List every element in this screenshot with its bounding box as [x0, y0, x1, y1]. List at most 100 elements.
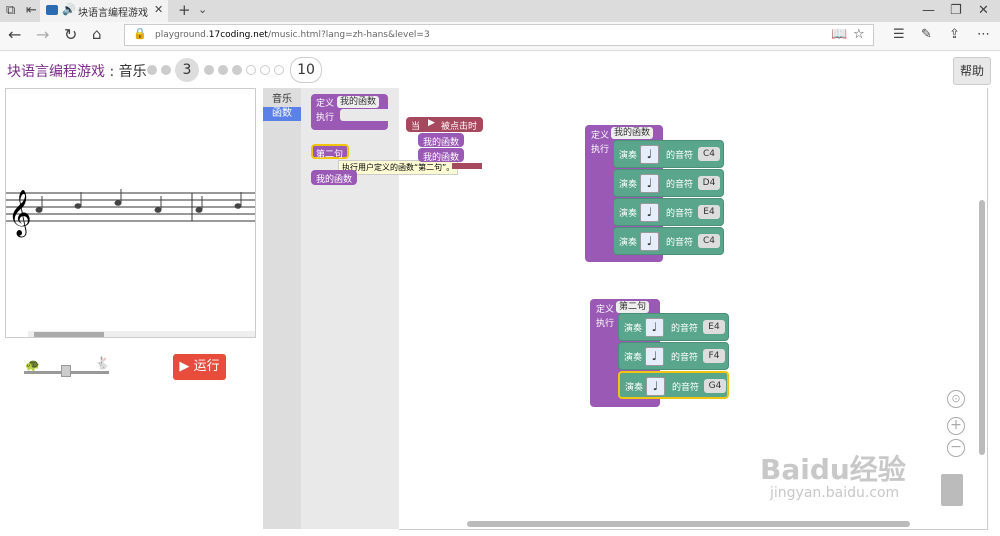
- level-dot[interactable]: [161, 65, 171, 75]
- quarter-note-icon[interactable]: ♩: [640, 145, 659, 164]
- play-note-block[interactable]: 演奏♩ 的音符 G4: [618, 371, 729, 399]
- category-music[interactable]: 音乐: [272, 94, 292, 105]
- function-name-field[interactable]: 我的函数: [337, 96, 380, 108]
- play-icon: ▶: [428, 118, 435, 128]
- category-functions[interactable]: 函数: [263, 107, 301, 121]
- function-name-field[interactable]: 我的函数: [611, 127, 654, 139]
- current-level-indicator: 3: [175, 58, 199, 82]
- of-note-label: 的音符: [666, 209, 694, 219]
- when-label: 当: [411, 122, 421, 132]
- level-dot[interactable]: [218, 65, 228, 75]
- do-label: 执行: [591, 145, 610, 155]
- hub-icon[interactable]: ☰: [893, 27, 905, 42]
- browser-tab-bar: [0, 0, 1000, 22]
- watermark-logo: Baidu经验: [760, 453, 906, 486]
- play-label: 演奏: [619, 209, 638, 219]
- speed-slider-handle[interactable]: [61, 365, 71, 377]
- browser-tab[interactable]: 🔊 块语言编程游戏：音 ✕: [40, 0, 168, 22]
- trash-icon[interactable]: [941, 474, 963, 506]
- play-icon: ▶: [179, 359, 194, 374]
- note-pitch-field[interactable]: E4: [703, 320, 725, 334]
- of-note-label: 的音符: [671, 324, 699, 334]
- call-label: 我的函数: [423, 138, 460, 148]
- level-dot[interactable]: [147, 65, 157, 75]
- site-favicon-icon: [46, 5, 58, 15]
- play-label: 演奏: [624, 353, 643, 363]
- level-dot[interactable]: [260, 65, 270, 75]
- workspace-horizontal-scrollbar[interactable]: [467, 521, 910, 527]
- watermark-url: jingyan.baidu.com: [770, 485, 900, 501]
- refresh-icon[interactable]: ↻: [64, 25, 78, 44]
- reading-view-icon[interactable]: 📖: [831, 27, 848, 42]
- tab-list-icon[interactable]: ⌄: [198, 3, 208, 16]
- call-my-function-block[interactable]: 我的函数: [311, 170, 357, 185]
- restore-icon[interactable]: ❐: [950, 3, 962, 18]
- note-pitch-field[interactable]: F4: [703, 349, 725, 363]
- when-run-clicked-block[interactable]: 当 ▶ 被点击时: [406, 117, 483, 132]
- close-window-icon[interactable]: ✕: [978, 3, 989, 18]
- level-dot[interactable]: [246, 65, 256, 75]
- run-button[interactable]: ▶ 运行: [173, 354, 226, 380]
- play-note-block[interactable]: 演奏♩ 的音符 E4: [613, 198, 724, 226]
- quarter-note-icon[interactable]: ♩: [645, 318, 664, 337]
- note-pitch-field[interactable]: C4: [698, 234, 720, 248]
- level-dot[interactable]: [274, 65, 284, 75]
- new-tab-icon[interactable]: +: [178, 1, 191, 19]
- of-note-label: 的音符: [666, 238, 694, 248]
- level-dot[interactable]: [204, 65, 214, 75]
- function-name-field[interactable]: 第二句: [616, 301, 650, 313]
- play-label: 演奏: [625, 383, 644, 393]
- audio-playing-icon[interactable]: 🔊: [62, 3, 76, 16]
- quarter-note-icon[interactable]: ♩: [640, 203, 659, 222]
- do-label: 执行: [316, 113, 335, 123]
- center-icon[interactable]: ⊙: [947, 390, 965, 408]
- call-second-label: 第二句: [316, 150, 344, 160]
- back-icon[interactable]: ←: [8, 25, 22, 44]
- define-function-block[interactable]: 定义 我的函数 执行: [311, 94, 388, 130]
- treble-clef-icon: 𝄞: [8, 190, 32, 238]
- address-bar[interactable]: 🔒 playground.17coding.net/music.html?lan…: [124, 24, 874, 46]
- forward-icon[interactable]: →: [36, 25, 50, 44]
- of-note-label: 的音符: [666, 151, 694, 161]
- staff-scrollbar-thumb[interactable]: [34, 332, 104, 337]
- help-button[interactable]: 帮助: [953, 57, 991, 85]
- music-staff-panel: 𝄞: [5, 88, 256, 338]
- last-level-indicator[interactable]: 10: [290, 57, 322, 83]
- quarter-note-icon[interactable]: ♩: [646, 377, 665, 396]
- note-pitch-field[interactable]: C4: [698, 147, 720, 161]
- favorite-icon[interactable]: ☆: [853, 27, 865, 42]
- share-icon[interactable]: ⇪: [949, 27, 960, 42]
- note-pitch-field[interactable]: E4: [698, 205, 720, 219]
- tab-close-icon[interactable]: ✕: [154, 3, 164, 16]
- call-my-function-block[interactable]: 我的函数: [418, 148, 464, 163]
- clicked-label: 被点击时: [441, 122, 478, 132]
- play-label: 演奏: [619, 180, 638, 190]
- zoom-out-icon[interactable]: −: [947, 439, 965, 457]
- minimize-icon[interactable]: —: [922, 3, 935, 18]
- zoom-in-icon[interactable]: +: [947, 417, 965, 435]
- quarter-note-icon[interactable]: ♩: [640, 232, 659, 251]
- tab-title: 块语言编程游戏：音: [78, 8, 148, 19]
- level-dot[interactable]: [232, 65, 242, 75]
- tab-preview-icon[interactable]: ⇤: [26, 3, 37, 18]
- tab-actions-icon[interactable]: ⧉: [6, 3, 16, 18]
- define-label: 定义: [591, 131, 610, 141]
- note-pitch-field[interactable]: G4: [704, 379, 726, 393]
- note-pitch-field[interactable]: D4: [698, 176, 720, 190]
- more-icon[interactable]: ⋯: [977, 27, 990, 42]
- home-icon[interactable]: ⌂: [92, 25, 102, 43]
- quarter-note-icon[interactable]: ♩: [645, 347, 664, 366]
- call-my-function-block[interactable]: 我的函数: [418, 133, 464, 148]
- workspace-vertical-scrollbar[interactable]: [979, 200, 985, 455]
- define-label: 定义: [316, 99, 335, 109]
- music-staff: 𝄞: [6, 189, 255, 337]
- notes-icon[interactable]: ✎: [921, 27, 932, 42]
- call-second-phrase-block[interactable]: 第二句: [311, 144, 349, 160]
- of-note-label: 的音符: [672, 383, 700, 393]
- quarter-note-icon[interactable]: ♩: [640, 174, 659, 193]
